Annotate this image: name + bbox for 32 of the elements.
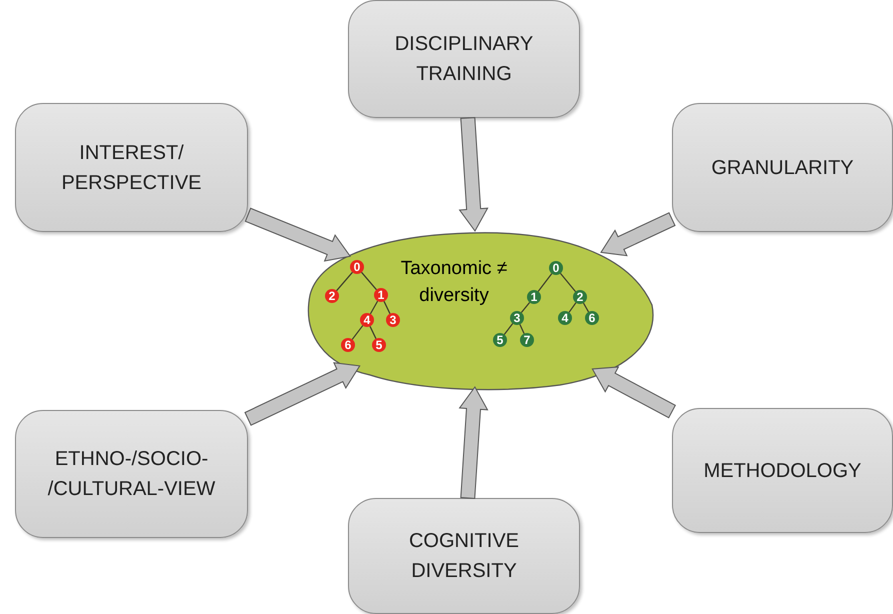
factor-box — [348, 0, 580, 118]
tree-branch — [361, 272, 377, 290]
tree-branch — [369, 326, 377, 339]
box-label: INTEREST/ PERSPECTIVE — [60, 140, 203, 196]
box-label: METHODOLOGY — [704, 458, 862, 484]
tree-branch — [383, 301, 391, 314]
factor-box — [15, 103, 248, 232]
block-arrow — [244, 208, 352, 262]
block-arrow — [458, 117, 488, 232]
tree-branch — [519, 324, 525, 334]
tree-branch — [538, 273, 552, 292]
box-label: GRANULARITY — [711, 156, 854, 180]
block-arrow — [600, 212, 676, 256]
tree-branch — [504, 323, 514, 335]
tree-branch — [568, 302, 576, 313]
tree-branch — [520, 302, 530, 313]
tree-branch — [336, 272, 353, 292]
factor-box — [348, 498, 580, 614]
tree-branch — [352, 325, 364, 340]
factor-box — [672, 408, 893, 533]
box-label: ETHNO-/SOCIO- /CULTURAL-VIEW — [46, 447, 216, 502]
block-arrow — [244, 362, 361, 426]
block-arrow — [592, 366, 676, 418]
factor-box — [672, 103, 893, 232]
box-label: DISCIPLINARY TRAINING — [394, 32, 534, 87]
tree-branch — [560, 273, 576, 292]
tree-branch — [370, 300, 378, 314]
factor-box — [15, 410, 248, 538]
box-label: COGNITIVE DIVERSITY — [408, 529, 520, 584]
block-arrow — [458, 386, 488, 500]
tree-branch — [582, 302, 590, 312]
center-title: Taxonomic ≠ diversity — [400, 257, 508, 308]
